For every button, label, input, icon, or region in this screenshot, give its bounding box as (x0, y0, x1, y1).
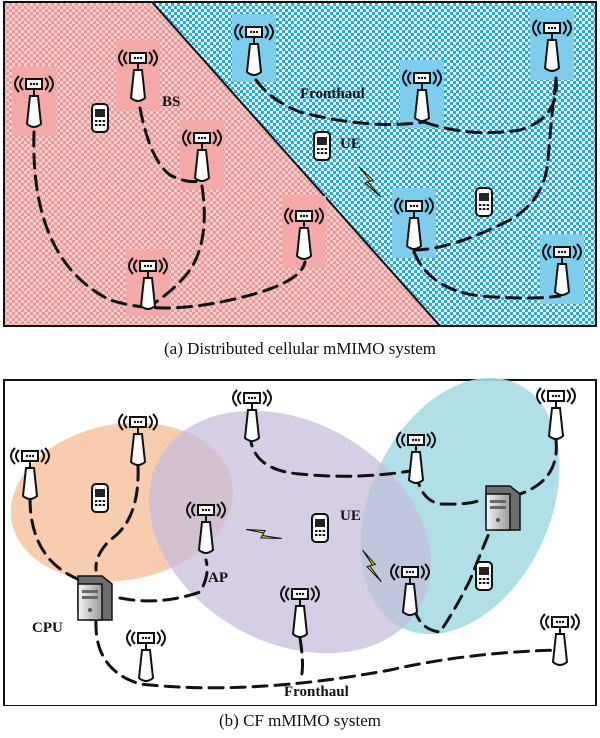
fronthaul-line (254, 78, 426, 126)
fronthaul-line (414, 470, 482, 506)
phone-icon (311, 513, 329, 543)
phone-icon (313, 131, 331, 161)
fronthaul-line (94, 618, 562, 690)
fronthaul-line (412, 78, 558, 252)
fronthaul-line (412, 524, 494, 634)
fronthaul-line (138, 106, 204, 184)
bs-label: BS (162, 94, 180, 110)
fronthaul-line (412, 250, 562, 300)
server-icon (485, 485, 521, 531)
ap-label: AP (208, 570, 228, 586)
cpu-server-icon (77, 575, 113, 621)
phone-icon (91, 483, 109, 513)
cpu-label: CPU (32, 620, 63, 636)
phone-icon (475, 187, 493, 217)
blue-region (152, 2, 596, 326)
panel-a-diagram: BS Fronthaul UE (3, 1, 597, 327)
ue-label: UE (340, 136, 361, 152)
caption-a: (a) Distributed cellular mMIMO system (164, 339, 436, 358)
panel-b-diagram: UE AP CPU Fronthaul (3, 377, 597, 706)
fronthaul-line (518, 438, 558, 496)
phone-icon (91, 103, 109, 133)
fronthaul-line (28, 496, 82, 582)
fronthaul-line (248, 430, 418, 478)
fronthaul-line (298, 636, 304, 682)
fronthaul-label: Fronthaul (300, 86, 365, 102)
phone-icon (475, 561, 493, 591)
ue-label: UE (340, 508, 361, 524)
caption-b: (b) CF mMIMO system (219, 711, 381, 730)
fronthaul-line (94, 464, 140, 572)
fronthaul-line (118, 558, 209, 603)
fronthaul-line (148, 184, 206, 308)
purple-cluster (148, 410, 432, 654)
fronthaul-label: Fronthaul (284, 684, 349, 700)
region-divider (151, 1, 441, 327)
